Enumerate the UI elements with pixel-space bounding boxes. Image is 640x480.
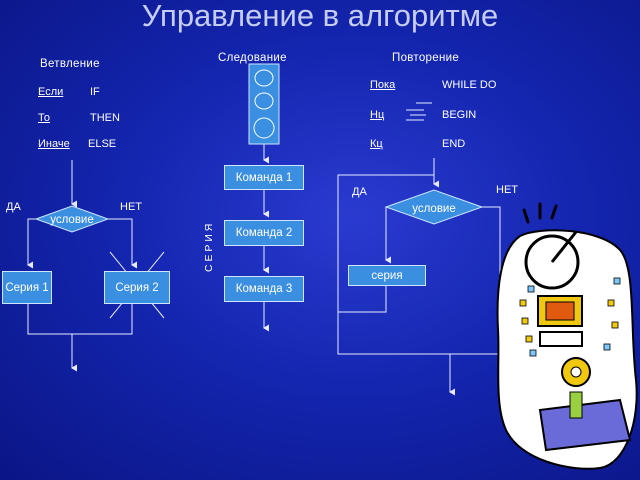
- keyword-begin-en: BEGIN: [442, 109, 477, 121]
- sequence-header: Следование: [218, 52, 287, 64]
- loop-yes-label: ДА: [352, 186, 367, 198]
- loop-no-label: НЕТ: [496, 184, 518, 196]
- series1-label: Серия 1: [5, 281, 49, 294]
- branch-condition-label: условие: [50, 214, 94, 226]
- keyword-else-en: ELSE: [88, 138, 117, 150]
- command2-label: Команда 2: [235, 227, 293, 239]
- branch-yes-line: [27, 218, 36, 269]
- keyword-then-en: THEN: [90, 112, 120, 124]
- branch-no-line: [108, 218, 137, 269]
- loop-no-line: [449, 206, 501, 396]
- keyword-then-ru: То: [38, 112, 50, 124]
- series1-box: Серия 1: [2, 271, 52, 304]
- sequence-stack-icon: [248, 63, 280, 145]
- branch-yes-label: ДА: [6, 201, 21, 213]
- loop-condition-diamond: [384, 189, 484, 225]
- command3-box: Команда 3: [224, 276, 304, 302]
- keyword-if-en: IF: [90, 86, 100, 98]
- command1-label: Команда 1: [235, 171, 293, 184]
- loop-condition-label: условие: [412, 203, 456, 215]
- loop-series-box: серия: [348, 265, 426, 286]
- branch-join-line: [27, 304, 133, 335]
- keyword-else-ru: Иначе: [38, 138, 70, 150]
- command1-box: Команда 1: [224, 165, 304, 190]
- branch-no-label: НЕТ: [120, 201, 142, 213]
- begin-marks: [406, 102, 432, 121]
- keyword-while-en: WHILE DO: [442, 79, 497, 91]
- page-title: Управление в алгоритме: [141, 0, 499, 33]
- branching-header: Ветвление: [40, 58, 100, 70]
- keyword-begin-ru: Нц: [370, 109, 385, 121]
- keyword-end-en: END: [442, 138, 466, 150]
- command3-label: Команда 3: [235, 283, 293, 295]
- computer-satellite-clipart: [496, 202, 638, 470]
- series2-label: Серия 2: [115, 281, 159, 294]
- command2-box: Команда 2: [224, 220, 304, 246]
- keyword-while-ru: Пока: [370, 79, 396, 91]
- branch-condition-diamond: [34, 205, 110, 233]
- loop-series-label: серия: [371, 269, 403, 282]
- loop-frame-line: [337, 175, 500, 355]
- keyword-end-ru: Кц: [370, 138, 383, 150]
- series2-box: Серия 2: [104, 271, 170, 304]
- series-vertical-label: С Е Р И Я: [203, 224, 215, 272]
- loop-header: Повторение: [392, 52, 460, 64]
- keyword-if-ru: Если: [38, 86, 64, 98]
